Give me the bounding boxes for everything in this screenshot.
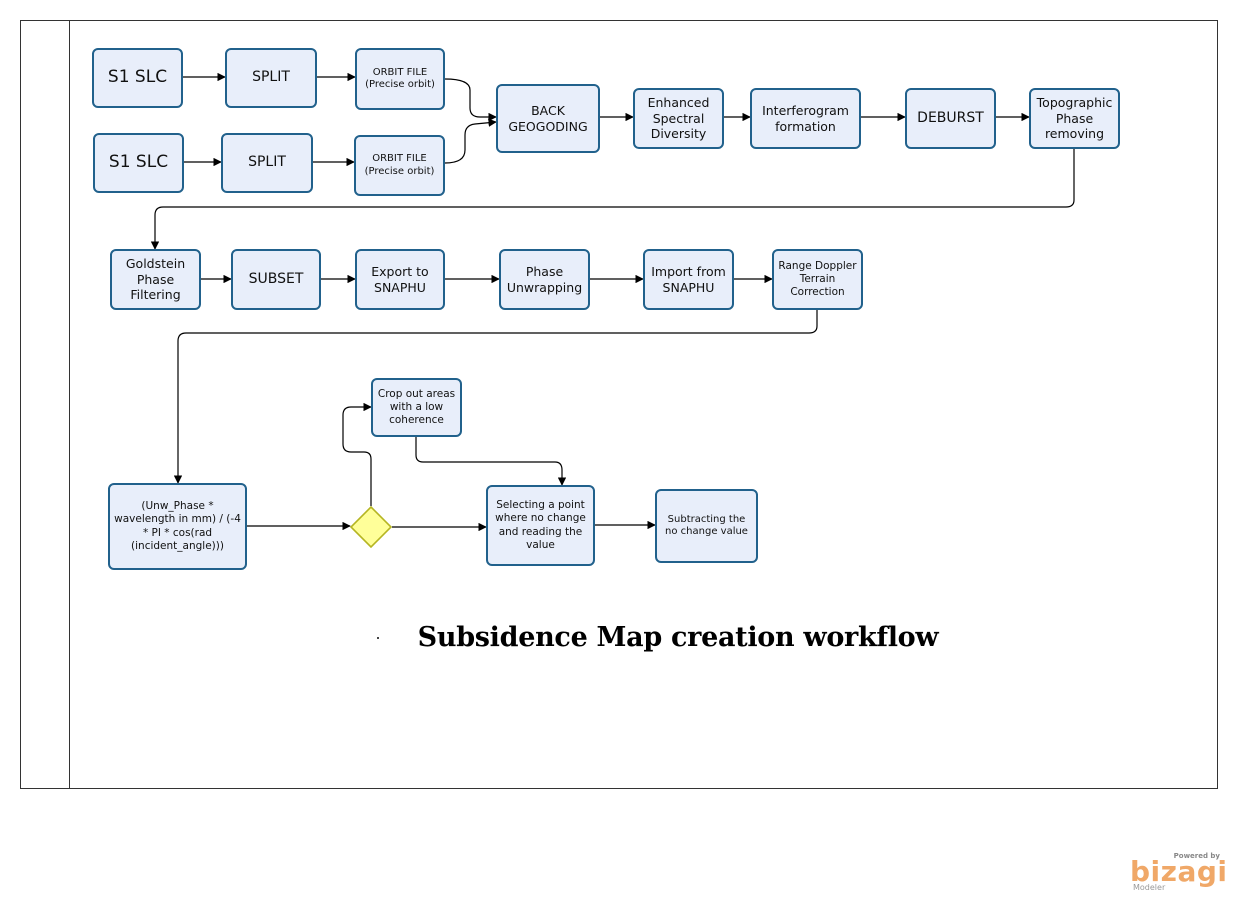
flow-rdtc-formula [173, 309, 818, 484]
flow-topo-goldstein [150, 149, 1075, 250]
task-s1-slc-2[interactable]: S1 SLC [93, 133, 184, 193]
flow-crop-select [415, 437, 567, 486]
task-conversion-formula[interactable]: (Unw_Phase * wavelength in mm) / (-4 * P… [108, 483, 247, 570]
task-subtract-no-change-value[interactable]: Subtracting the no change value [655, 489, 758, 563]
lane-header [20, 20, 70, 789]
pool-frame [20, 20, 1218, 789]
title-bullet [377, 637, 379, 639]
task-interferogram-formation[interactable]: Interferogram formation [750, 88, 861, 149]
bizagi-logo: bizagi [1130, 855, 1228, 888]
task-crop-low-coherence[interactable]: Crop out areas with a low coherence [371, 378, 462, 437]
task-orbit-file-1[interactable]: ORBIT FILE (Precise orbit) [355, 48, 445, 110]
task-phase-unwrapping[interactable]: Phase Unwrapping [499, 249, 590, 310]
task-subset[interactable]: SUBSET [231, 249, 321, 310]
task-enhanced-spectral-diversity[interactable]: Enhanced Spectral Diversity [633, 88, 724, 149]
flow-orbit1-backgeo [444, 78, 497, 122]
bizagi-branding: Powered by bizagi Modeler [1130, 852, 1227, 894]
task-split-1[interactable]: SPLIT [225, 48, 317, 108]
task-select-no-change-point[interactable]: Selecting a point where no change and re… [486, 485, 595, 566]
diagram-title: Subsidence Map creation workflow [417, 622, 939, 653]
flow-gateway-crop [342, 402, 372, 506]
flow-orbit2-backgeo [444, 118, 497, 164]
task-split-2[interactable]: SPLIT [221, 133, 313, 193]
task-import-from-snaphu[interactable]: Import from SNAPHU [643, 249, 734, 310]
task-orbit-file-2[interactable]: ORBIT FILE (Precise orbit) [354, 135, 445, 196]
task-export-to-snaphu[interactable]: Export to SNAPHU [355, 249, 445, 310]
powered-by-label: Powered by [1173, 852, 1220, 860]
bizagi-product-label: Modeler [1133, 883, 1166, 892]
task-deburst[interactable]: DEBURST [905, 88, 996, 149]
task-back-geocoding[interactable]: BACK GEOGODING [496, 84, 600, 153]
task-range-doppler-terrain-correction[interactable]: Range Doppler Terrain Correction [772, 249, 863, 310]
exclusive-gateway[interactable] [350, 506, 392, 548]
task-topographic-phase-removing[interactable]: Topographic Phase removing [1029, 88, 1120, 149]
task-s1-slc-1[interactable]: S1 SLC [92, 48, 183, 108]
task-goldstein-phase-filtering[interactable]: Goldstein Phase Filtering [110, 249, 201, 310]
